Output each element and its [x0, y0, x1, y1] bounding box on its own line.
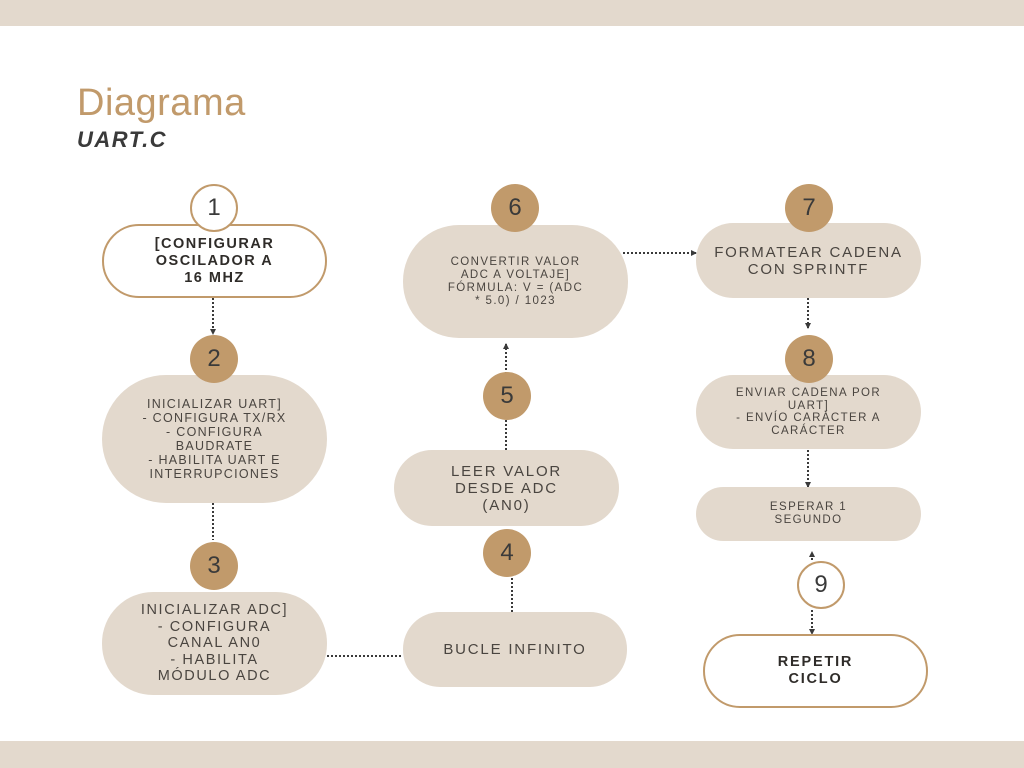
wait-node: ESPERAR 1 SEGUNDO	[696, 487, 921, 541]
step-3-number: 3	[207, 552, 221, 579]
step-1-text: [CONFIGURAR OSCILADOR A 16 MHZ	[154, 235, 275, 286]
step-8-badge: 8	[785, 335, 833, 383]
page-subtitle: UART.C	[77, 127, 168, 152]
step-7-badge: 7	[785, 184, 833, 232]
step-4-badge: 4	[483, 529, 531, 577]
step-1-node: [CONFIGURAR OSCILADOR A 16 MHZ	[102, 224, 327, 298]
step-5-text: LEER VALOR DESDE ADC (AN0)	[450, 462, 563, 514]
step-6-number: 6	[508, 194, 522, 221]
step-2-number: 2	[207, 345, 221, 372]
repeat-node: REPETIR CICLO	[703, 634, 928, 708]
step-6-text: CONVERTIR VALOR ADC A VOLTAJE] FÓRMULA: …	[447, 255, 584, 307]
step-7-number: 7	[802, 194, 816, 221]
step-8-node: ENVIAR CADENA POR UART] - ENVÍO CARÁCTER…	[696, 375, 921, 449]
step-6-node: CONVERTIR VALOR ADC A VOLTAJE] FÓRMULA: …	[403, 225, 628, 338]
step-5-number: 5	[500, 382, 514, 409]
bottom-band	[0, 741, 1024, 768]
step-7-text: FORMATEAR CADENA CON SPRINTF	[714, 243, 903, 278]
step-3-node: INICIALIZAR ADC] - CONFIGURA CANAL AN0 -…	[102, 592, 327, 695]
step-2-text: INICIALIZAR UART] - CONFIGURA TX/RX - CO…	[142, 397, 287, 481]
step-3-badge: 3	[190, 542, 238, 590]
step-1-number: 1	[207, 194, 221, 221]
step-4-number: 4	[500, 539, 514, 566]
wait-text: ESPERAR 1 SEGUNDO	[769, 501, 848, 526]
step-2-node: INICIALIZAR UART] - CONFIGURA TX/RX - CO…	[102, 375, 327, 503]
step-9-badge: 9	[797, 561, 845, 609]
step-3-text: INICIALIZAR ADC] - CONFIGURA CANAL AN0 -…	[140, 602, 289, 685]
step-9-number: 9	[814, 571, 828, 598]
step-6-badge: 6	[491, 184, 539, 232]
step-8-number: 8	[802, 345, 816, 372]
step-8-text: ENVIAR CADENA POR UART] - ENVÍO CARÁCTER…	[735, 387, 882, 437]
step-5-node: LEER VALOR DESDE ADC (AN0)	[394, 450, 619, 526]
page-title: Diagrama	[77, 82, 246, 124]
step-7-node: FORMATEAR CADENA CON SPRINTF	[696, 223, 921, 298]
step-2-badge: 2	[190, 335, 238, 383]
step-4-node: BUCLE INFINITO	[403, 612, 627, 687]
step-1-badge: 1	[190, 184, 238, 232]
repeat-text: REPETIR CICLO	[777, 654, 854, 687]
step-5-badge: 5	[483, 372, 531, 420]
top-band	[0, 0, 1024, 26]
step-4-text: BUCLE INFINITO	[443, 640, 587, 658]
